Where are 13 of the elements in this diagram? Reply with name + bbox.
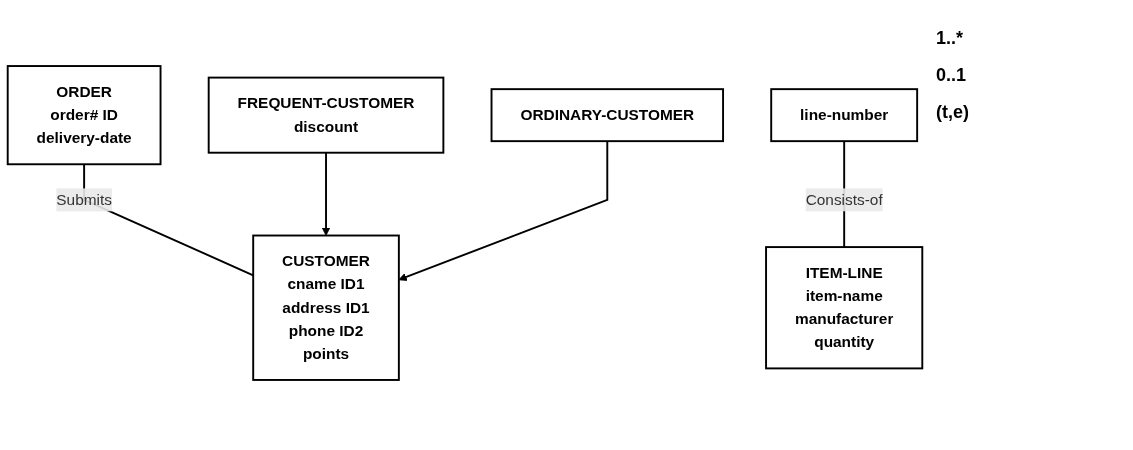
multiplicity-label: 0..1 [936, 65, 967, 86]
arrow [398, 140, 609, 282]
node-box: FREQUENT-CUSTOMER discount [207, 76, 445, 154]
node-box: ITEM-LINE item-name manufacturer quantity [765, 246, 924, 370]
node-box: ORDER order# ID delivery-date [6, 65, 162, 166]
arrow [321, 151, 331, 236]
multiplicity-label: (t,e) [936, 102, 969, 123]
node-box: line-number [770, 88, 919, 143]
edge-label: Consists-of [805, 191, 883, 208]
multiplicity-label: 1..* [936, 28, 964, 49]
node-box: CUSTOMER cname ID1 address ID1 phone ID2 points [252, 234, 400, 381]
node-box: ORDINARY-CUSTOMER [490, 88, 725, 143]
edge-label: Submits [56, 191, 112, 208]
